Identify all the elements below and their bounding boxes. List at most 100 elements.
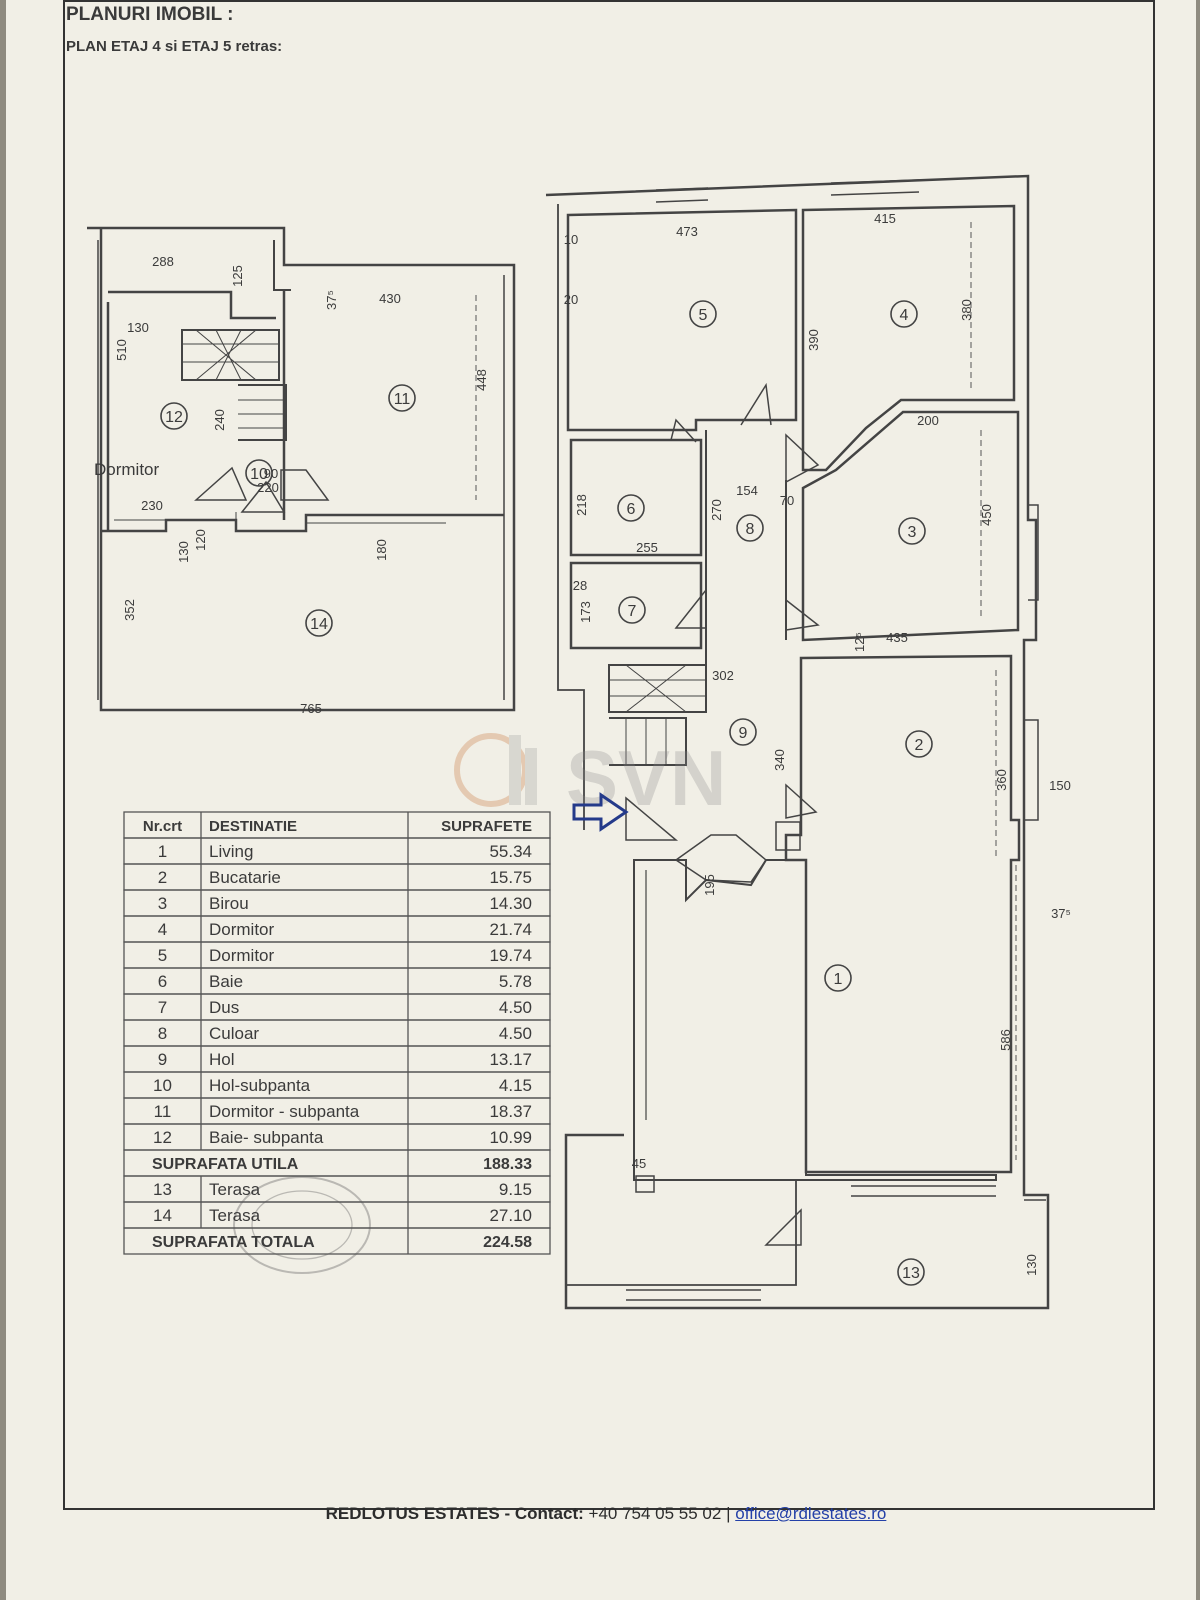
table-cell: 10.99 xyxy=(489,1128,532,1147)
room-marker-7: 7 xyxy=(618,596,646,624)
footer-email-link[interactable]: office@rdlestates.ro xyxy=(735,1504,887,1523)
table-cell: 9.15 xyxy=(499,1180,532,1199)
dimension-label: 180 xyxy=(374,539,389,561)
room-marker-5: 5 xyxy=(689,300,717,328)
table-cell: 2 xyxy=(158,868,167,887)
table-cell: SUPRAFETE xyxy=(441,818,532,835)
room-marker-9: 9 xyxy=(729,718,757,746)
room-number: 9 xyxy=(739,725,748,742)
dimension-label: 415 xyxy=(874,211,896,226)
table-cell-label: SUPRAFATA UTILA xyxy=(152,1156,299,1173)
table-cell: Nr.crt xyxy=(143,818,182,835)
room-marker-8: 8 xyxy=(736,514,764,542)
table-cell: 14 xyxy=(153,1206,172,1225)
room-number: 6 xyxy=(627,501,636,518)
dimension-label: 435 xyxy=(886,630,908,645)
room-marker-1: 1 xyxy=(824,964,852,992)
dimension-label: 352 xyxy=(122,599,137,621)
table-cell: Dormitor xyxy=(209,946,275,965)
footer-company: REDLOTUS ESTATES - Contact: xyxy=(325,1504,584,1523)
dimension-label: 510 xyxy=(114,339,129,361)
table-cell: 10 xyxy=(153,1076,172,1095)
dimension-label: 130 xyxy=(1024,1254,1039,1276)
table-cell: Culoar xyxy=(209,1024,259,1043)
table-cell: Bucatarie xyxy=(209,868,281,887)
table-row: 2 Bucatarie 15.75 xyxy=(123,863,551,891)
table-cell: Dormitor - subpanta xyxy=(209,1102,360,1121)
table-cell: 8 xyxy=(158,1024,167,1043)
dimension-label: 450 xyxy=(979,504,994,526)
room-marker-3: 3 xyxy=(898,517,926,545)
official-stamp xyxy=(233,1176,371,1274)
dimension-label: 230 xyxy=(141,498,163,513)
table-cell: Hol-subpanta xyxy=(209,1076,311,1095)
table-cell: 4.50 xyxy=(499,998,532,1017)
dimension-label: 37⁵ xyxy=(1051,906,1071,921)
floor-plan-sheet: PLANURI IMOBIL : PLAN ETAJ 4 si ETAJ 5 r… xyxy=(6,0,1196,1600)
dimension-label: 12⁵ xyxy=(852,632,867,652)
dimension-label: 255 xyxy=(636,540,658,555)
dimension-label: 240 xyxy=(212,409,227,431)
entrance-arrow-icon xyxy=(572,792,629,832)
table-cell: 55.34 xyxy=(489,842,532,861)
table-cell: 15.75 xyxy=(489,868,532,887)
table-cell: 18.37 xyxy=(489,1102,532,1121)
table-cell: 14.30 xyxy=(489,894,532,913)
room-number: 14 xyxy=(310,616,328,633)
room-marker-11: 11 xyxy=(388,384,416,412)
table-row: 3 Birou 14.30 xyxy=(123,889,551,917)
dimension-label: 150 xyxy=(1049,778,1071,793)
room-number: 11 xyxy=(394,391,411,408)
table-cell-value: 224.58 xyxy=(483,1234,532,1251)
dimension-label: 340 xyxy=(772,749,787,771)
room-marker-2: 2 xyxy=(905,730,933,758)
room-number: 3 xyxy=(908,524,917,541)
table-cell: Dormitor xyxy=(209,920,275,939)
table-cell: 3 xyxy=(158,894,167,913)
room-marker-12: 12 xyxy=(160,402,188,430)
table-cell: 13 xyxy=(153,1180,172,1199)
table-cell: 4.15 xyxy=(499,1076,532,1095)
dimension-label: 765 xyxy=(300,701,322,716)
dimension-label: 37⁵ xyxy=(324,290,339,310)
room-marker-13: 13 xyxy=(897,1258,925,1286)
dimension-label: 20 xyxy=(564,292,578,307)
table-row: 10 Hol-subpanta 4.15 xyxy=(123,1071,551,1099)
table-cell: Dus xyxy=(209,998,239,1017)
table-cell: Birou xyxy=(209,894,249,913)
room-marker-4: 4 xyxy=(890,300,918,328)
dimension-label: 200 xyxy=(917,413,939,428)
dimension-label: 173 xyxy=(578,601,593,623)
dimension-label: 70 xyxy=(780,493,794,508)
room-marker-6: 6 xyxy=(617,494,645,522)
dimension-label: 130 xyxy=(127,320,149,335)
table-cell: 13.17 xyxy=(489,1050,532,1069)
dimension-label: 390 xyxy=(806,329,821,351)
dimension-label: 302 xyxy=(712,668,734,683)
dimension-label: 430 xyxy=(379,291,401,306)
table-cell: 5 xyxy=(158,946,167,965)
dimension-label: 380 xyxy=(959,299,974,321)
page-subtitle: PLAN ETAJ 4 si ETAJ 5 retras: xyxy=(66,38,283,55)
dimension-label: 125 xyxy=(230,265,245,287)
dimension-label: 360 xyxy=(994,769,1009,791)
upper-floor-plan xyxy=(87,226,516,712)
page-title: PLANURI IMOBIL : xyxy=(66,4,234,25)
dimension-lines xyxy=(475,222,1017,1160)
footer-contact: REDLOTUS ESTATES - Contact: +40 754 05 5… xyxy=(6,1504,1200,1524)
dimension-label: 473 xyxy=(676,224,698,239)
dimension-label: 448 xyxy=(474,369,489,391)
room-number: 7 xyxy=(628,603,637,620)
room-number: 8 xyxy=(746,521,755,538)
